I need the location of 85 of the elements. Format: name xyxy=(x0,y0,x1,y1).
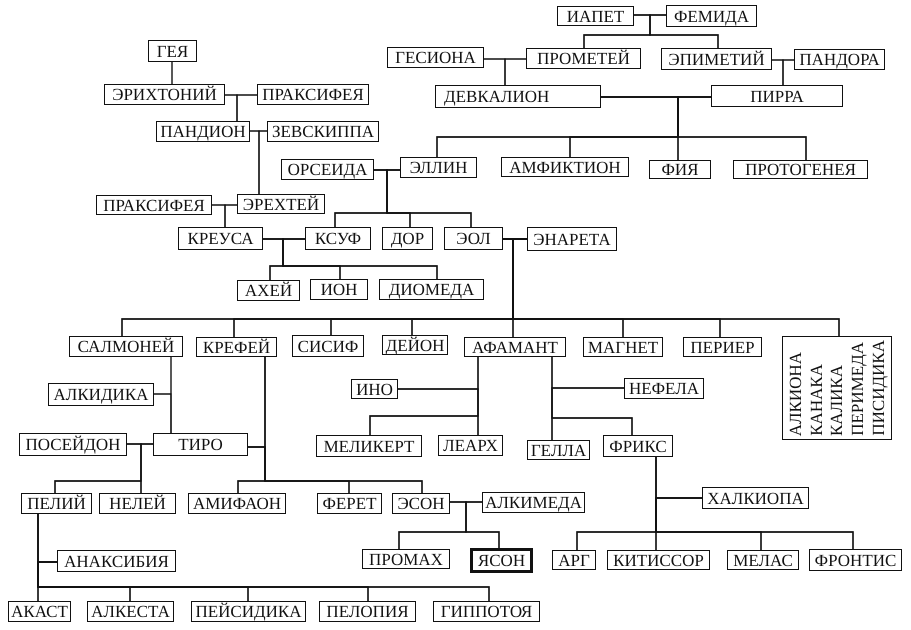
lineage-line xyxy=(248,446,423,493)
name-box: ЭОЛ xyxy=(444,227,503,250)
name-box: ЛЕАРХ xyxy=(438,435,503,456)
lineage-line xyxy=(655,497,854,549)
name-box: ЭЛЛИН xyxy=(400,157,477,178)
name-box: ПЕЛОПИЯ xyxy=(319,601,416,622)
lineage-line xyxy=(140,443,153,493)
lineage-line xyxy=(551,387,633,435)
name-box: ПРОТОГЕНЕЯ xyxy=(733,160,868,179)
name-box: АЛКИМЕДА xyxy=(482,492,585,513)
name-box: ГЕСИОНА xyxy=(387,47,484,68)
name-box: МЕЛАС xyxy=(727,550,799,570)
name-box: КСУФ xyxy=(305,227,371,250)
name-box: АЛКЕСТА xyxy=(87,601,174,622)
name-box: ЭРЕХТЕЙ xyxy=(237,194,325,214)
name-box: ФИЯ xyxy=(649,160,711,179)
name-box: ЗЕВСКИППА xyxy=(267,121,379,142)
name-box: ТИРО xyxy=(153,433,248,456)
name-box: ПЕРИЕР xyxy=(683,337,762,357)
name-box: ПИРРА xyxy=(711,85,843,107)
name-box: ЭНАРЕТА xyxy=(527,227,617,251)
name-box: ПЕЙСИДИКА xyxy=(191,601,306,622)
name-box: ДИОМЕДА xyxy=(379,279,484,300)
name-box: ПРОМАХ xyxy=(362,549,450,569)
name-box: ФРИКС xyxy=(603,435,673,457)
name-box: ГЕЛЛА xyxy=(527,440,590,460)
name-box: ПОСЕЙДОН xyxy=(19,433,127,456)
name-box: АНАКСИБИЯ xyxy=(57,550,176,572)
name-box: ФРОНТИС xyxy=(809,549,902,571)
name-box: КРЕУСА xyxy=(178,227,263,250)
lineage-line xyxy=(398,388,479,435)
name-box: ЭРИХТОНИЙ xyxy=(104,84,225,105)
name-label: ПИСИДИКА xyxy=(870,340,888,436)
name-box: ПЕЛИЙ xyxy=(21,493,92,514)
lineage-line xyxy=(782,59,794,85)
name-box: КИТИССОР xyxy=(607,550,710,570)
name-box: ИНО xyxy=(351,379,398,399)
name-label: КАНАКА xyxy=(808,364,825,436)
name-box: НЕЛЕЙ xyxy=(99,493,176,514)
lineage-line xyxy=(171,62,173,84)
lineage-line xyxy=(465,501,500,548)
name-box: МЕЛИКЕРТ xyxy=(316,435,422,457)
highlighted-name-box: ЯСОН xyxy=(470,548,533,573)
lineage-line xyxy=(504,58,526,85)
name-box: ГЕЯ xyxy=(148,40,197,62)
name-box: ГИППОТОЯ xyxy=(433,601,540,622)
name-box: ДОР xyxy=(382,227,433,250)
name-box: ПРАКСИФЕЯ xyxy=(257,84,369,105)
name-box: ФЕМИДА xyxy=(666,5,757,27)
name-box: ЭПИМЕТИЙ xyxy=(661,48,772,70)
name-box: НЕФЕЛА xyxy=(624,378,704,399)
name-box: АЛКИДИКА xyxy=(48,383,154,406)
name-box: ИОН xyxy=(310,279,368,300)
lineage-line xyxy=(258,130,267,194)
name-box: ЭСОН xyxy=(392,493,450,514)
name-box: ФЕРЕТ xyxy=(317,493,382,514)
name-box: ПАНДОРА xyxy=(794,49,885,70)
lineage-line xyxy=(37,561,490,601)
lineage-line xyxy=(224,204,237,227)
name-box: АФАМАНТ xyxy=(464,337,566,357)
lineage-line xyxy=(649,14,719,48)
name-box: ПРАКСИФЕЯ xyxy=(96,195,212,215)
name-label: КАЛИКА xyxy=(828,364,846,436)
name-box: ОРСЕИДА xyxy=(281,159,374,180)
name-box: ИАПЕТ xyxy=(557,6,634,26)
name-box: АМФИКТИОН xyxy=(501,157,629,177)
name-box: САЛМОНЕЙ xyxy=(69,336,183,357)
lineage-line xyxy=(236,94,257,121)
name-label: АЛКИОНА xyxy=(786,352,804,436)
name-box: АКАСТ xyxy=(8,601,71,622)
name-box: ПРОМЕТЕЙ xyxy=(526,48,641,69)
name-box: ДЕЙОН xyxy=(382,335,448,355)
name-label: ПЕРИМЕДА xyxy=(849,342,866,436)
name-box: МАГНЕТ xyxy=(583,337,663,357)
name-box: ХАЛКИОПА xyxy=(702,487,809,509)
lineage-line xyxy=(677,96,807,160)
name-box: ДЕВКАЛИОН xyxy=(435,85,601,108)
name-box: ПАНДИОН xyxy=(156,121,250,142)
lineage-line xyxy=(154,393,172,433)
name-box: АРГ xyxy=(552,550,596,570)
name-box: КРЕФЕЙ xyxy=(196,337,277,357)
name-box: АХЕЙ xyxy=(237,280,300,301)
name-box: АМИФАОН xyxy=(188,493,286,514)
name-box: СИСИФ xyxy=(292,335,364,357)
name-box xyxy=(782,336,892,440)
